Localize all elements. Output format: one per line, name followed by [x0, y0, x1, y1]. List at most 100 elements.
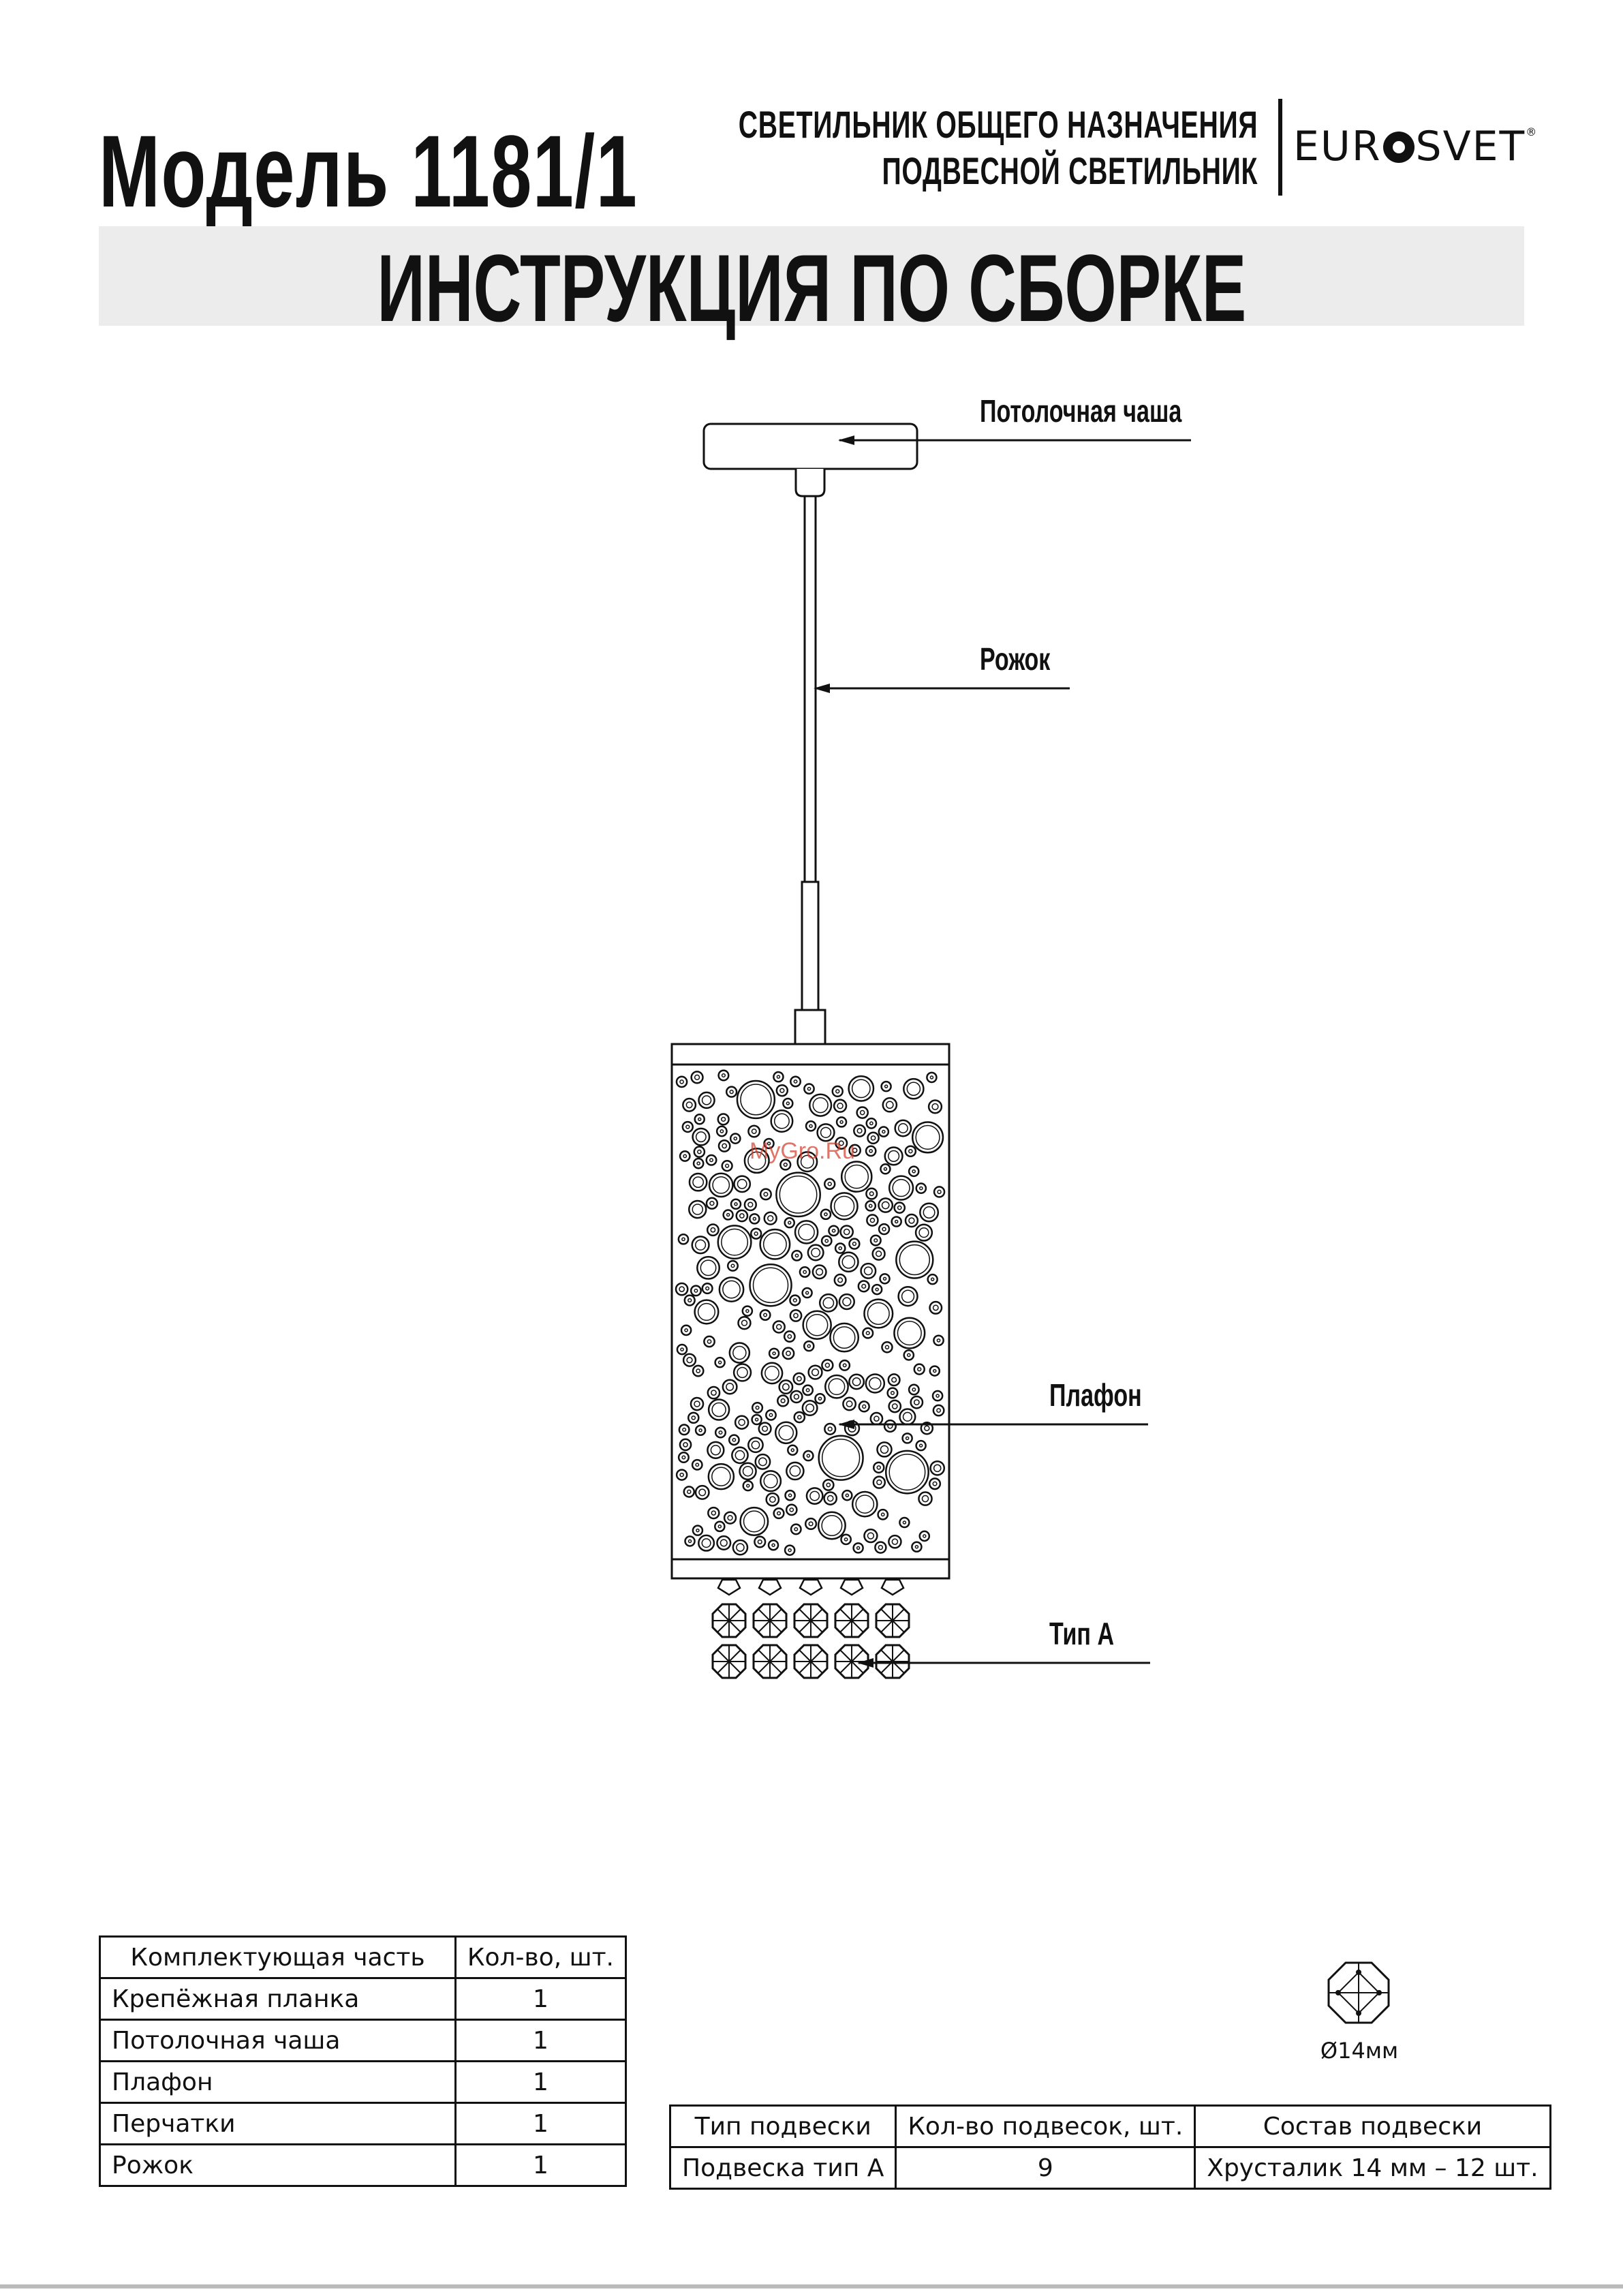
bubble — [789, 1294, 801, 1306]
bubble-inner — [837, 1102, 844, 1109]
shade-cap — [794, 1009, 826, 1045]
bubble-inner — [696, 1528, 700, 1533]
bubble — [694, 1299, 720, 1325]
rod — [803, 495, 817, 883]
bubble-inner — [711, 1390, 717, 1396]
bubble-inner — [763, 1473, 778, 1488]
bubble-inner — [717, 1525, 722, 1529]
bubble-inner — [908, 1148, 913, 1154]
bubble-inner — [906, 1353, 911, 1358]
part-name: Плафон — [99, 2060, 457, 2104]
bubble-inner — [697, 1117, 702, 1122]
bubble — [904, 1145, 917, 1158]
bubble-inner — [936, 1338, 941, 1343]
bubble — [878, 1197, 894, 1213]
bubble — [839, 1359, 851, 1371]
pendant-crystal — [752, 1603, 788, 1638]
bubble — [696, 1255, 720, 1280]
bubble-inner — [921, 1495, 929, 1503]
bubble — [908, 1383, 920, 1396]
bubble — [803, 1340, 815, 1352]
bubble-inner — [721, 1073, 726, 1078]
bubble — [899, 1516, 910, 1529]
bubble-inner — [767, 1142, 771, 1146]
bubble-inner — [792, 1298, 797, 1303]
bubble-inner — [682, 1427, 687, 1432]
part-qty: 1 — [454, 1977, 628, 2021]
bubble-inner — [684, 1328, 688, 1332]
bubble — [775, 1172, 821, 1218]
bubble — [782, 1347, 795, 1360]
bubble — [904, 1213, 919, 1228]
bubble-inner — [752, 1267, 789, 1304]
bubble — [841, 1489, 853, 1501]
bubble-inner — [778, 1424, 794, 1441]
bubble — [882, 1097, 898, 1113]
bubble — [708, 1172, 734, 1198]
bubble — [918, 1530, 931, 1542]
bubble-inner — [727, 1514, 733, 1521]
bubble-inner — [769, 1496, 776, 1503]
part-qty: 1 — [454, 2102, 628, 2145]
bubble — [690, 1285, 702, 1297]
bubble — [822, 1479, 835, 1491]
bubble — [866, 1214, 879, 1227]
bubble — [865, 1373, 886, 1394]
bubble-inner — [937, 1189, 942, 1195]
bubble — [908, 1165, 920, 1178]
bubble-inner — [902, 1520, 907, 1525]
bubble-inner — [901, 1289, 915, 1303]
bubble — [739, 1506, 769, 1536]
bubble-inner — [729, 1089, 734, 1095]
bubble-inner — [803, 1270, 807, 1274]
bubble-inner — [862, 1404, 867, 1409]
bubble-inner — [807, 1344, 812, 1348]
bubble-inner — [685, 1124, 690, 1129]
bubble — [834, 1242, 846, 1254]
bubble — [726, 1259, 739, 1272]
bubble-inner — [842, 1297, 852, 1306]
bubble — [920, 1421, 934, 1435]
bubble — [903, 1349, 915, 1361]
bubble — [774, 1421, 798, 1445]
footer-line — [0, 2284, 1623, 2289]
bubble-inner — [868, 1204, 873, 1208]
bubble-inner — [852, 1377, 861, 1386]
bubble — [851, 1490, 878, 1518]
bubble-inner — [888, 1454, 926, 1491]
bubble-inner — [869, 1217, 876, 1223]
title-banner: ИНСТРУКЦИЯ ПО СБОРКЕ — [99, 226, 1524, 341]
bubble — [881, 1341, 893, 1353]
bubble-inner — [722, 1280, 741, 1299]
brand-right: SVET — [1415, 123, 1526, 170]
bubble-inner — [757, 1539, 762, 1545]
bubble-inner — [694, 1400, 700, 1407]
label-rod: Рожок — [980, 641, 1051, 677]
bubble-inner — [897, 1205, 902, 1210]
bubble — [838, 1293, 855, 1311]
bubble — [714, 1356, 726, 1368]
bubble — [860, 1262, 877, 1279]
bubble-inner — [762, 1425, 769, 1433]
bubble — [824, 1374, 849, 1399]
bubble-inner — [890, 1390, 895, 1396]
bubble — [692, 1364, 705, 1377]
bubble-inner — [894, 1219, 899, 1224]
bubble-inner — [737, 1178, 747, 1189]
bubble — [933, 1334, 944, 1347]
bubble-inner — [874, 1415, 880, 1422]
bubble-inner — [722, 1143, 728, 1149]
bubble — [790, 1390, 803, 1404]
bubble-inner — [732, 1437, 737, 1442]
bubble — [799, 1266, 811, 1278]
bubble — [803, 1450, 814, 1462]
pendant-strands — [711, 1578, 910, 1679]
bubble-inner — [912, 1388, 916, 1392]
bubble-inner — [855, 1495, 875, 1514]
bubble-inner — [772, 1351, 776, 1356]
bubble — [817, 1511, 846, 1540]
bubble — [884, 1450, 929, 1495]
bubble-inner — [769, 1413, 773, 1418]
bubble — [778, 1379, 794, 1395]
bubble — [801, 1287, 813, 1299]
